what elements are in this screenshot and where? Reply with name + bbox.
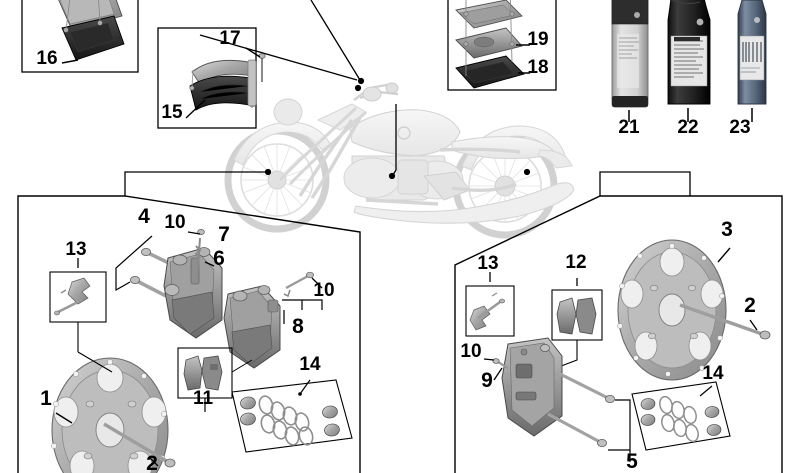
panel-rear-brake [454, 195, 783, 473]
box-15-17 [157, 27, 266, 129]
caliper-bolts-4 [115, 235, 176, 298]
callout-brake-fluid-bottle-small: 23 [729, 117, 750, 138]
box-13-right [465, 272, 515, 337]
rear-brake-disc [617, 239, 731, 381]
callout-rear-caliper-bolt: 5 [626, 450, 638, 473]
callout-banjo-bolt: 7 [218, 223, 230, 246]
callout-caliper-repair-kit: 14 [702, 363, 724, 384]
oil-bottle-22 [667, 0, 711, 122]
callout-front-brake-disc: 1 [40, 387, 52, 410]
panel-front-brake [17, 195, 361, 473]
aerosol-can-21 [611, 0, 649, 122]
front-caliper-left [163, 229, 223, 339]
screw-17 [258, 53, 266, 82]
callout-pad-retainer-kit: 13 [65, 239, 86, 260]
callout-rear-brake-pad-set: 12 [565, 252, 586, 273]
motorcycle-illustration [224, 82, 575, 239]
leader-lines [124, 0, 691, 196]
leader-dots [264, 77, 531, 180]
callout-front-disc-bolt: 2 [146, 452, 158, 473]
box-14-right [631, 381, 731, 451]
callout-footrest-lower: 18 [527, 57, 548, 78]
callout-bleed-screw-cap: 10 [164, 212, 185, 233]
callout-pad-retainer-kit: 13 [477, 253, 498, 274]
box-11 [177, 347, 253, 412]
callout-caliper-repair-kit: 14 [299, 354, 321, 375]
callout-footboard-rubber: 16 [36, 48, 57, 69]
callout-brake-cleaner-spray: 21 [618, 117, 640, 138]
callout-pedal-screw: 17 [219, 28, 240, 49]
callout-rear-disc-bolt: 2 [744, 294, 756, 317]
box-14-left [231, 379, 353, 453]
callout-brake-pedal-pad: 15 [161, 102, 183, 123]
rear-disc-bolt [679, 303, 771, 340]
fluid-bottle-23 [737, 0, 767, 122]
callout-rear-bleed-screw: 9 [481, 369, 493, 392]
box-18-19 [447, 0, 557, 91]
callout-rear-brake-disc: 3 [721, 218, 733, 241]
callout-brake-fluid-bottle-large: 22 [677, 117, 698, 138]
front-disc-bolt [103, 422, 176, 468]
box-16 [21, 0, 139, 73]
callout-caliper-mounting-bolt: 4 [138, 205, 150, 228]
callout-bleed-screw: 8 [292, 315, 304, 338]
callout-brake-hose-banjo: 6 [213, 247, 225, 270]
rear-caliper [483, 337, 631, 462]
callout-bleed-screw-cap: 10 [460, 341, 481, 362]
callout-front-brake-pad-set: 11 [193, 388, 214, 409]
box-12 [551, 278, 603, 369]
callout-bleed-screw-cap: 10 [313, 280, 334, 301]
front-caliper-right [223, 271, 323, 369]
box-13-left [49, 258, 113, 373]
callout-footrest-upper: 19 [527, 29, 548, 50]
